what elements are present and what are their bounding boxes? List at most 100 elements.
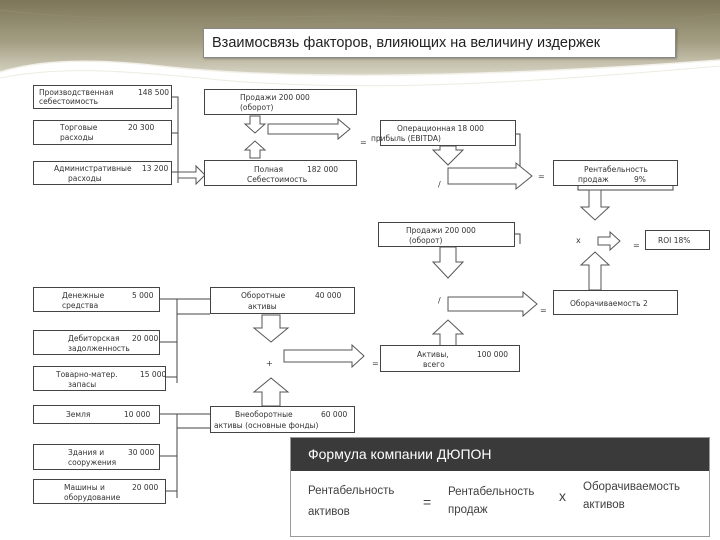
buildings-label: Здания и bbox=[68, 448, 105, 457]
arrow-up-full bbox=[243, 140, 267, 159]
roi-box: ROI 18% bbox=[645, 230, 710, 250]
cash-box: Денежные 5 000 средства bbox=[33, 287, 160, 312]
production-cost-label2: себестоимость bbox=[39, 97, 99, 106]
arrow-to-assets bbox=[283, 343, 365, 369]
arrow-down-sales-mid bbox=[431, 246, 465, 279]
dupont-equals: = bbox=[423, 494, 432, 510]
machines-label: Машины и bbox=[64, 483, 105, 492]
sales-margin-label2: продаж bbox=[578, 175, 609, 184]
production-cost-box: Производственная 148 500 себестоимость bbox=[33, 85, 172, 109]
ebitda-label: Операционная 18 000 bbox=[397, 124, 484, 133]
total-assets-value: 100 000 bbox=[477, 350, 509, 359]
machines-box: Машины и 20 000 оборудование bbox=[33, 479, 166, 504]
admin-expenses-label2: расходы bbox=[68, 174, 102, 183]
buildings-value: 30 000 bbox=[128, 448, 155, 457]
cash-label: Денежные bbox=[62, 291, 105, 300]
sales-mid-box: Продажи 200 000 (оборот) bbox=[378, 222, 515, 247]
arrow-up-noncurrent bbox=[252, 377, 290, 407]
noncurrent-assets-label: Внеоборотные bbox=[235, 410, 293, 419]
total-assets-label: Активы, bbox=[417, 350, 449, 359]
trade-expenses-box: Торговые 20 300 расходы bbox=[33, 120, 172, 145]
arrow-up-assets bbox=[431, 319, 465, 347]
receivables-box: Дебиторская 20 000 задолженность bbox=[33, 330, 160, 355]
inventory-box: Товарно-матер. 15 000 запасы bbox=[33, 366, 166, 391]
arrow-down-margin bbox=[579, 189, 611, 221]
dupont-header: Формула компании ДЮПОН bbox=[291, 438, 709, 471]
dupont-multiply: x bbox=[559, 488, 566, 504]
turnover-box: Оборачиваемость 2 bbox=[553, 290, 678, 315]
equals-sign: = bbox=[633, 241, 640, 250]
plus-sign: + bbox=[266, 359, 273, 368]
cost-connector bbox=[172, 96, 179, 183]
current-assets-label2: активы bbox=[248, 302, 277, 311]
land-value: 10 000 bbox=[124, 410, 151, 419]
noncurrent-assets-value: 60 000 bbox=[321, 410, 348, 419]
equals-sign: = bbox=[372, 359, 379, 368]
land-label: Земля bbox=[66, 410, 91, 419]
ebitda-label2: прибыль (EBITDA) bbox=[371, 134, 441, 143]
sales-top-label2: (оборот) bbox=[240, 103, 274, 112]
buildings-label2: сооружения bbox=[68, 458, 117, 467]
equals-sign: = bbox=[538, 172, 545, 181]
divide-sign: / bbox=[438, 180, 441, 189]
land-box: Земля 10 000 bbox=[33, 405, 160, 424]
noncurrent-assets-label2: активы (основные фонды) bbox=[214, 421, 319, 430]
cash-value: 5 000 bbox=[132, 291, 154, 300]
admin-expenses-label: Административные bbox=[54, 164, 132, 173]
dupont-header-text: Формула компании ДЮПОН bbox=[308, 446, 492, 462]
full-cost-label: Полная bbox=[254, 165, 284, 174]
arrow-to-ebitda bbox=[267, 117, 351, 141]
cash-label2: средства bbox=[62, 301, 99, 310]
arrow-to-turnover bbox=[447, 290, 538, 318]
turnover-label: Оборачиваемость 2 bbox=[570, 299, 648, 308]
receivables-label: Дебиторская bbox=[68, 334, 120, 343]
dupont-formula-panel: Формула компании ДЮПОН Рентабельность ак… bbox=[290, 437, 710, 537]
noncurrent-assets-box: Внеоборотные 60 000 активы (основные фон… bbox=[210, 406, 355, 433]
buildings-box: Здания и 30 000 сооружения bbox=[33, 444, 160, 470]
sales-mid-label2: (оборот) bbox=[409, 236, 443, 245]
inventory-label: Товарно-матер. bbox=[56, 370, 118, 379]
sales-margin-box: Рентабельность продаж 9% bbox=[553, 160, 678, 186]
production-cost-value: 148 500 bbox=[138, 88, 170, 97]
arrow-up-turnover bbox=[579, 251, 611, 291]
total-assets-label2: всего bbox=[423, 360, 445, 369]
inventory-label2: запасы bbox=[68, 380, 97, 389]
total-assets-box: Активы, 100 000 всего bbox=[380, 345, 520, 372]
trade-expenses-value: 20 300 bbox=[128, 123, 155, 132]
admin-expenses-box: Административные 13 200 расходы bbox=[33, 161, 172, 185]
diagram-title: Взаимосвязь факторов, влияющих на величи… bbox=[203, 28, 676, 58]
receivables-label2: задолженность bbox=[68, 344, 130, 353]
dupont-roa-label2: активов bbox=[308, 506, 350, 518]
ebitda-box: Операционная 18 000 прибыль (EBITDA) bbox=[371, 120, 516, 146]
admin-expenses-value: 13 200 bbox=[142, 164, 169, 173]
equals-sign: = bbox=[360, 138, 367, 147]
dupont-margin-label2: продаж bbox=[448, 504, 488, 516]
production-cost-label: Производственная bbox=[39, 88, 114, 97]
receivables-value: 20 000 bbox=[132, 334, 159, 343]
full-cost-label2: Себестоимость bbox=[247, 175, 308, 184]
full-cost-value: 182 000 bbox=[307, 165, 339, 174]
trade-expenses-label2: расходы bbox=[60, 133, 94, 142]
dupont-roa-label: Рентабельность bbox=[308, 485, 395, 497]
machines-label2: оборудование bbox=[64, 493, 121, 502]
current-assets-label: Оборотные bbox=[241, 291, 286, 300]
sales-top-box: Продажи 200 000 (оборот) bbox=[204, 89, 357, 115]
title-text: Взаимосвязь факторов, влияющих на величи… bbox=[212, 35, 601, 51]
dupont-turnover-label2: активов bbox=[583, 499, 625, 511]
divide-sign: / bbox=[438, 296, 441, 305]
equals-sign: = bbox=[540, 306, 547, 315]
arrow-down-ebitda bbox=[431, 145, 465, 166]
current-assets-box: Оборотные 40 000 активы bbox=[210, 287, 355, 314]
multiply-sign: x bbox=[576, 236, 581, 245]
arrow-down-sales bbox=[243, 115, 267, 134]
dupont-turnover-label: Оборачиваемость bbox=[583, 481, 680, 493]
current-assets-value: 40 000 bbox=[315, 291, 342, 300]
arrow-down-current bbox=[252, 314, 290, 343]
sales-margin-value: 9% bbox=[634, 175, 646, 184]
inventory-value: 15 000 bbox=[140, 370, 167, 379]
trade-expenses-label: Торговые bbox=[60, 123, 98, 132]
roi-label: ROI 18% bbox=[658, 236, 691, 245]
dupont-margin-label: Рентабельность bbox=[448, 486, 535, 498]
